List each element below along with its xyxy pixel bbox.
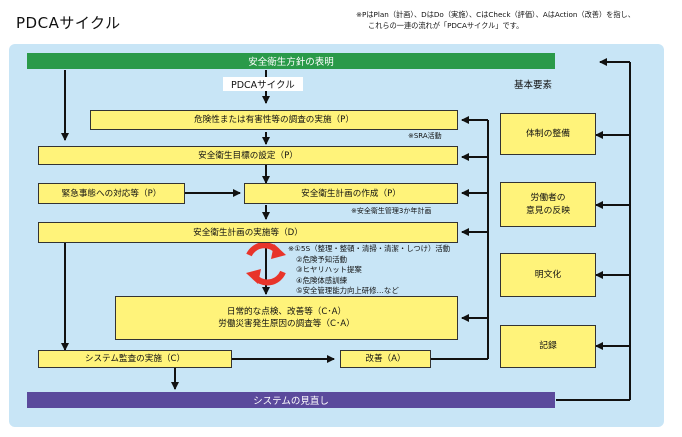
activity-item: ※①5S（整理・整頓・清掃・清潔・しつけ）活動	[288, 244, 451, 253]
investigation-box: 危険性または有害性等の調査の実施（P）	[90, 110, 458, 130]
goal-box: 安全衛生目標の設定（P）	[38, 146, 458, 165]
daily-check-line1: 日常的な点検、改善等（C･A）	[226, 307, 347, 317]
side-documentation: 明文化	[500, 253, 596, 297]
cycle-icon	[246, 242, 286, 286]
sra-note: ※SRA活動	[408, 132, 442, 140]
daily-check-line2: 労働災害発生原因の調査等（C･A）	[218, 319, 355, 329]
three-year-note: ※安全衛生管理3か年計画	[351, 207, 432, 215]
policy-bar: 安全衛生方針の表明	[27, 53, 555, 69]
improve-box: 改善（A）	[340, 350, 431, 368]
side-structure: 体制の整備	[500, 113, 596, 155]
side-records: 記録	[500, 325, 596, 368]
footnote-line1: ※PはPlan（計画）、DはDo（実施）、CはCheck（評価）、AはActio…	[356, 10, 635, 19]
footnote: ※PはPlan（計画）、DはDo（実施）、CはCheck（評価）、AはActio…	[356, 10, 635, 31]
review-bar: システムの見直し	[27, 392, 555, 408]
daily-check-box: 日常的な点検、改善等（C･A） 労働災害発生原因の調査等（C･A）	[115, 296, 458, 340]
implement-box: 安全衛生計画の実施等（D）	[38, 222, 458, 243]
page-title: PDCAサイクル	[16, 14, 121, 32]
activity-item: ②危険予知活動	[296, 254, 347, 264]
audit-box: システム監査の実施（C）	[38, 350, 232, 368]
plan-box: 安全衛生計画の作成（P）	[244, 183, 458, 204]
footnote-line2: これらの一連の流れが「PDCAサイクル」です。	[368, 20, 524, 30]
activity-item: ⑤安全管理能力向上研修…など	[296, 286, 399, 295]
emergency-box: 緊急事態への対応等（P）	[38, 183, 185, 204]
activity-item: ③ヒヤリハット提案	[296, 265, 362, 274]
basic-elements-label: 基本要素	[514, 80, 553, 91]
side-worker-opinion: 労働者の 意見の反映	[500, 182, 596, 227]
pdca-label: PDCAサイクル	[223, 77, 303, 91]
activity-list: ※①5S（整理・整頓・清掃・清潔・しつけ）活動 ②危険予知活動 ③ヒヤリハット提…	[288, 244, 450, 297]
activity-item: ④危険体感訓練	[296, 275, 347, 285]
